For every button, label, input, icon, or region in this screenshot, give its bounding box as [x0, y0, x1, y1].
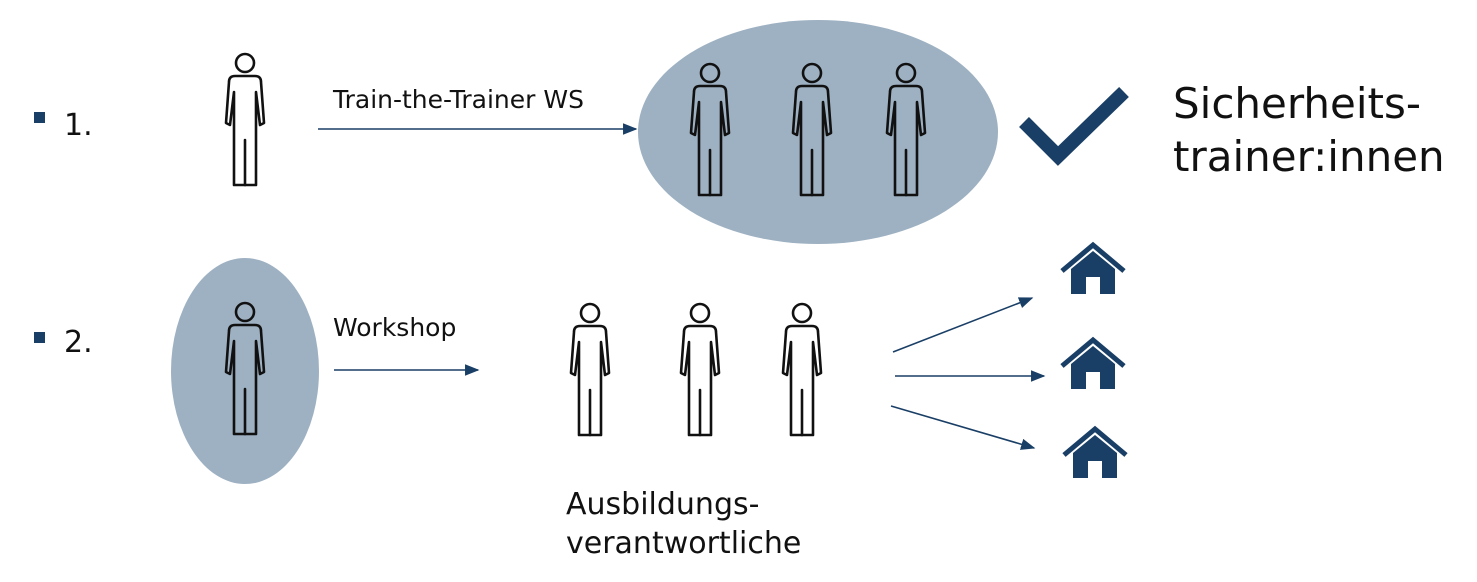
bullet-square-icon [34, 112, 45, 123]
trainers-group-ellipse [638, 20, 998, 244]
fanout-arrow-bottom [890, 405, 1036, 450]
result-label-line1: Sicherheits- [1173, 79, 1422, 128]
result-label: Sicherheits- trainer:innen [1173, 78, 1445, 183]
fanout-arrow-top [892, 297, 1034, 353]
responsible-person-icon-3 [781, 302, 823, 437]
group-label-line2: verantwortliche [566, 526, 802, 561]
responsible-person-icon-1 [569, 302, 611, 437]
house-icon-3 [1064, 429, 1126, 478]
bullet-square-icon [34, 332, 45, 343]
house-icon-1 [1062, 245, 1124, 294]
group-label: Ausbildungs- verantwortliche [566, 485, 801, 563]
group-label-line1: Ausbildungs- [566, 487, 760, 522]
row-number: 1. [64, 108, 93, 143]
checkmark-icon [1019, 86, 1129, 166]
arrow-label: Train-the-Trainer WS [333, 85, 584, 114]
row-number: 2. [64, 325, 93, 360]
result-label-line2: trainer:innen [1173, 131, 1445, 181]
trainer-person-icon [224, 52, 266, 187]
house-icon-2 [1062, 340, 1124, 389]
arrow-label: Workshop [333, 313, 457, 342]
trainer-ellipse [171, 258, 319, 484]
responsible-person-icon-2 [679, 302, 721, 437]
